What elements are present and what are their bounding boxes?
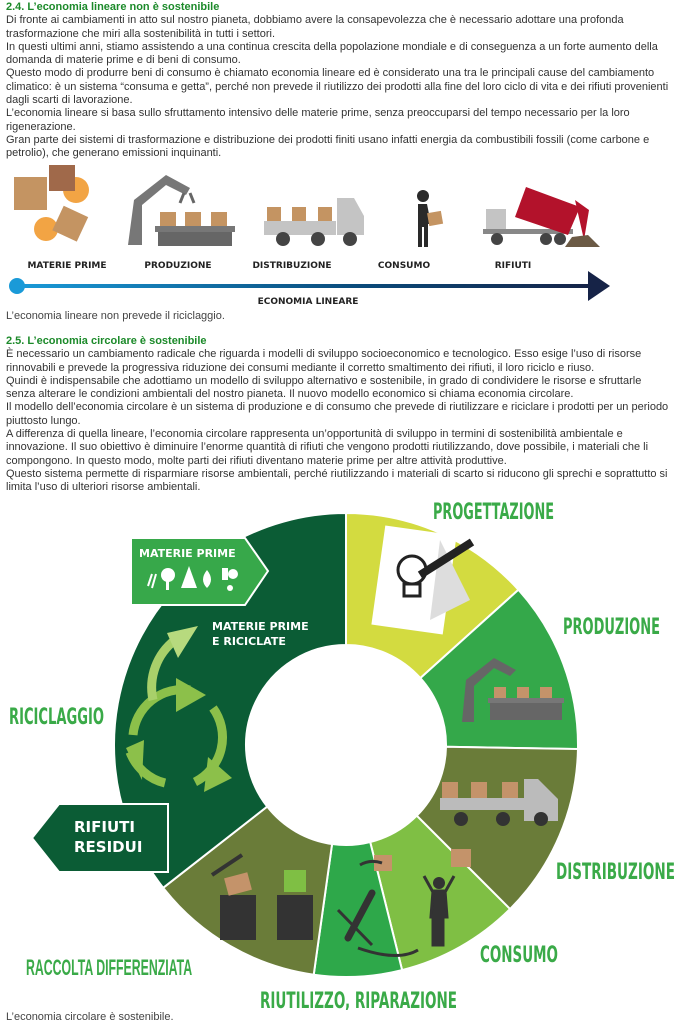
consumer-person-icon bbox=[417, 190, 444, 247]
arrow-label: ECONOMIA LINEARE bbox=[258, 297, 359, 307]
segment-label-riutilizzo: RIUTILIZZO, RIPARAZIONE bbox=[260, 989, 457, 1010]
paragraph: È necessario un cambiamento radicale che… bbox=[6, 348, 642, 374]
segment-label-riciclaggio: RICICLAGGIO bbox=[9, 705, 104, 730]
section-linear-economy: 2.4. L’economia lineare non è sostenibil… bbox=[6, 1, 670, 161]
stage-label: RIFIUTI bbox=[495, 261, 532, 271]
raw-materials-icon bbox=[14, 165, 89, 242]
distribution-truck-icon bbox=[440, 779, 558, 826]
raw-materials-tag: MATERIE PRIME bbox=[130, 537, 270, 606]
stage-label: MATERIE PRIME bbox=[27, 261, 106, 271]
residual-waste-label: RIFIUTI bbox=[74, 818, 135, 836]
consumer-person-icon bbox=[374, 849, 471, 947]
circular-economy-figure: MATERIE PRIME MATERIE PRIME E RICICLATE … bbox=[9, 500, 675, 1010]
figure-caption: L’economia circolare è sostenibile. bbox=[6, 1011, 174, 1023]
segment-label-distribuzione: DISTRIBUZIONE bbox=[556, 860, 675, 885]
paragraph: A differenza di quella lineare, l’econom… bbox=[6, 428, 649, 467]
production-robot-icon bbox=[128, 175, 235, 246]
raw-materials-tag-label: MATERIE PRIME bbox=[139, 547, 236, 560]
paragraph: L’economia lineare si basa sullo sfrutta… bbox=[6, 107, 630, 133]
section-heading: 2.5. L’economia circolare è sostenibile bbox=[6, 335, 207, 347]
stage-label: PRODUZIONE bbox=[144, 261, 211, 271]
section-heading: 2.4. L’economia lineare non è sostenibil… bbox=[6, 1, 220, 13]
segment-label-progettazione: PROGETTAZIONE bbox=[433, 500, 554, 525]
section-circular-economy: 2.5. L’economia circolare è sostenibile … bbox=[6, 335, 670, 495]
delivery-truck-icon bbox=[264, 198, 364, 246]
recycle-arrowheads bbox=[126, 626, 232, 792]
paragraph: Gran parte dei sistemi di trasformazione… bbox=[6, 133, 650, 160]
stage-label: DISTRIBUZIONE bbox=[252, 261, 331, 271]
residual-waste-label: RESIDUI bbox=[74, 838, 142, 856]
segment-label-produzione: PRODUZIONE bbox=[563, 615, 660, 640]
paragraph: Questo sistema permette di risparmiare r… bbox=[6, 467, 668, 494]
paragraph: In questi ultimi anni, stiamo assistendo… bbox=[6, 40, 658, 67]
linear-arrow bbox=[9, 271, 610, 301]
garbage-truck-icon bbox=[483, 187, 600, 247]
residual-waste-tag: RIFIUTI RESIDUI bbox=[30, 803, 169, 873]
center-label: MATERIE PRIME bbox=[212, 620, 309, 633]
segment-riciclaggio bbox=[113, 511, 347, 890]
repair-tools-icon bbox=[336, 859, 419, 957]
segment-label-consumo: CONSUMO bbox=[480, 943, 558, 968]
center-label: E RICICLATE bbox=[212, 635, 286, 648]
figure-caption: L’economia lineare non prevede il ricicl… bbox=[6, 310, 225, 322]
recycling-bins-icon bbox=[210, 853, 313, 940]
production-robot-icon bbox=[462, 658, 564, 722]
paragraph: Questo modo di produrre beni di consumo … bbox=[6, 67, 669, 107]
paragraph: Di fronte ai cambiamenti in atto sul nos… bbox=[6, 14, 624, 40]
stage-label: CONSUMO bbox=[378, 261, 431, 271]
nature-resources-icons bbox=[147, 566, 238, 591]
segment-label-raccolta: RACCOLTA DIFFERENZIATA bbox=[26, 955, 192, 980]
design-lightbulb-icon bbox=[371, 525, 475, 635]
linear-economy-figure: MATERIE PRIME PRODUZIONE DISTRIBUZIONE C… bbox=[9, 165, 610, 307]
paragraph: Quindi è indispensabile che adottiamo un… bbox=[6, 374, 642, 401]
paragraph: Il modello dell’economia circolare è un … bbox=[6, 401, 669, 427]
